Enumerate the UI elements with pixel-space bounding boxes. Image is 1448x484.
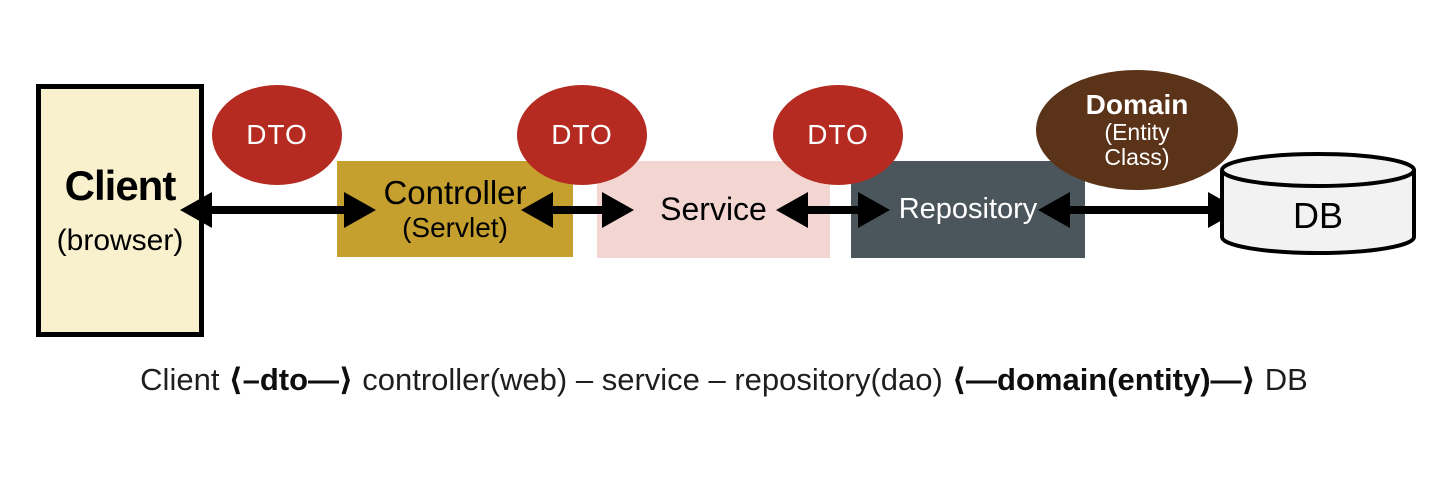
dto-badge-1-label: DTO bbox=[246, 119, 308, 150]
diagram-caption: Client ⟨–dto—⟩ controller(web) – service… bbox=[0, 356, 1448, 404]
domain-badge-line2: (Entity bbox=[1104, 119, 1170, 146]
caption-domain-link: ⟨—domain(entity)—⟩ bbox=[951, 362, 1256, 397]
client-subtitle: (browser) bbox=[56, 224, 184, 258]
caption-dto-link: ⟨–dto—⟩ bbox=[228, 362, 354, 397]
domain-badge-line3: Class) bbox=[1104, 144, 1170, 171]
service-title: Service bbox=[660, 191, 767, 228]
client-node: Client (browser) bbox=[36, 84, 204, 337]
service-node: Service bbox=[597, 161, 830, 258]
repository-node: Repository bbox=[851, 161, 1085, 258]
controller-subtitle: (Servlet) bbox=[402, 211, 508, 243]
repository-title: Repository bbox=[898, 192, 1038, 225]
caption-middle: controller(web) – service – repository(d… bbox=[362, 362, 943, 397]
client-title: Client bbox=[64, 162, 177, 210]
domain-badge-title: Domain bbox=[1085, 89, 1189, 121]
controller-node: Controller (Servlet) bbox=[337, 161, 573, 257]
dto-badge-3: DTO bbox=[773, 85, 903, 185]
db-title: DB bbox=[1292, 195, 1343, 236]
controller-title: Controller bbox=[383, 173, 527, 211]
caption-client: Client bbox=[140, 362, 220, 397]
dto-badge-2: DTO bbox=[517, 85, 647, 185]
dto-badge-3-label: DTO bbox=[807, 119, 869, 150]
domain-badge: Domain (Entity Class) bbox=[1036, 70, 1238, 190]
dto-badge-1: DTO bbox=[212, 85, 342, 185]
caption-db: DB bbox=[1264, 362, 1308, 397]
dto-badge-2-label: DTO bbox=[551, 119, 613, 150]
